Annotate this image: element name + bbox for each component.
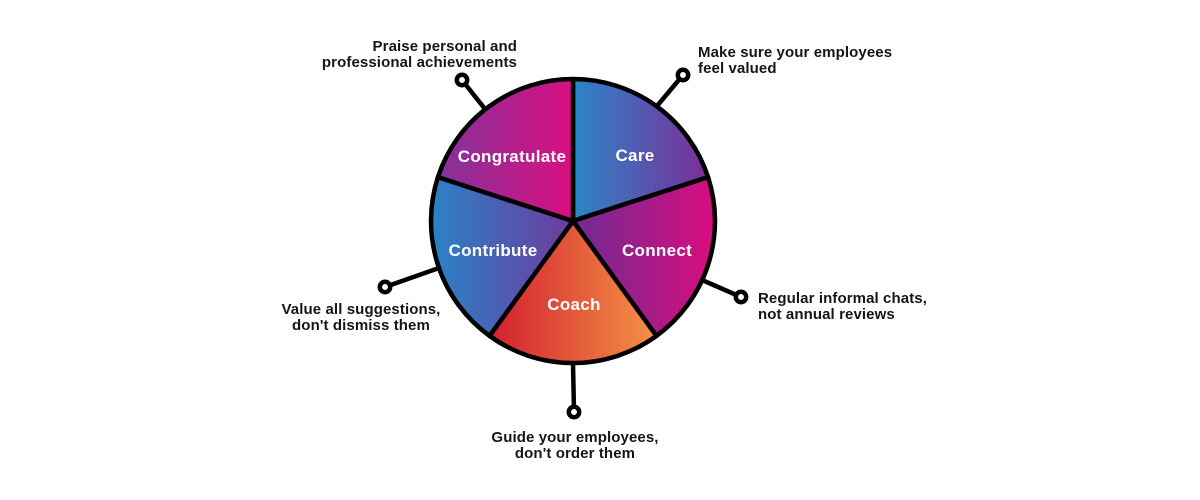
segment-congratulate <box>435 76 576 224</box>
segment-label-contribute: Contribute <box>449 241 538 260</box>
callout-marker-icon-connect <box>733 289 749 305</box>
segment-label-care: Care <box>615 146 654 165</box>
segment-label-coach: Coach <box>547 295 600 314</box>
callout-line-coach <box>570 362 577 413</box>
callout-text-contribute: Value all suggestions,don't dismiss them <box>282 301 441 334</box>
callout-marker-icon-contribute <box>377 279 393 295</box>
segment-connect <box>570 174 718 339</box>
callout-text-coach: Guide your employees,don't order them <box>491 429 658 462</box>
segment-contribute <box>428 174 576 339</box>
callout-text-connect: Regular informal chats,not annual review… <box>758 290 927 323</box>
callout-marker-icon-congratulate <box>454 72 470 88</box>
segment-care <box>570 76 711 224</box>
callout-marker-icon-coach <box>566 404 582 420</box>
callout-marker-icon-care <box>675 67 691 83</box>
callout-line-contribute <box>384 265 440 290</box>
segment-label-connect: Connect <box>622 241 692 260</box>
segment-coach <box>487 218 659 366</box>
segment-label-congratulate: Congratulate <box>458 147 566 166</box>
